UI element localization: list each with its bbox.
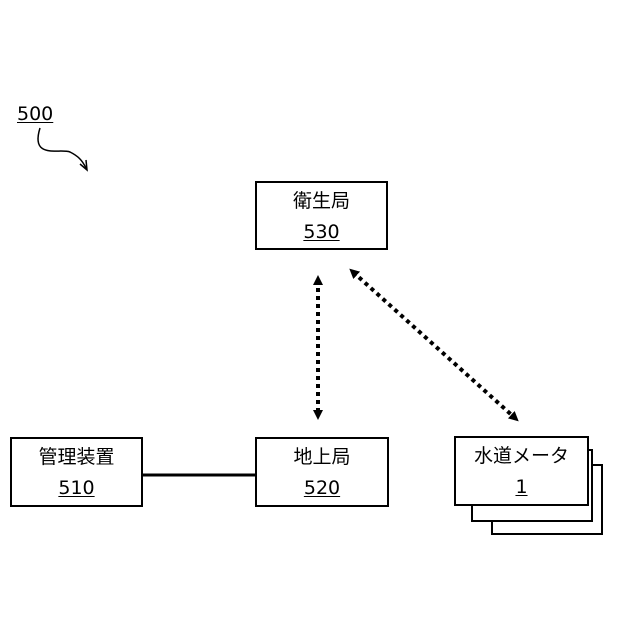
water-meter-box: 水道メータ 1: [454, 436, 589, 506]
management-device-box: 管理装置 510: [10, 437, 143, 507]
water-meter-ref: 1: [515, 478, 527, 497]
management-device-ref: 510: [58, 479, 94, 498]
ground-station-box: 地上局 520: [255, 437, 389, 507]
health-bureau-ref: 530: [303, 223, 339, 242]
reference-leader-line: [38, 128, 86, 168]
health-bureau-name: 衛生局: [257, 192, 386, 211]
management-device-name: 管理装置: [12, 448, 141, 467]
ground-station-ref: 520: [304, 479, 340, 498]
link-health-bureau-water-meter: [353, 272, 515, 418]
health-bureau-box: 衛生局 530: [255, 181, 388, 250]
ground-station-name: 地上局: [257, 448, 387, 467]
water-meter-name: 水道メータ: [456, 447, 587, 466]
